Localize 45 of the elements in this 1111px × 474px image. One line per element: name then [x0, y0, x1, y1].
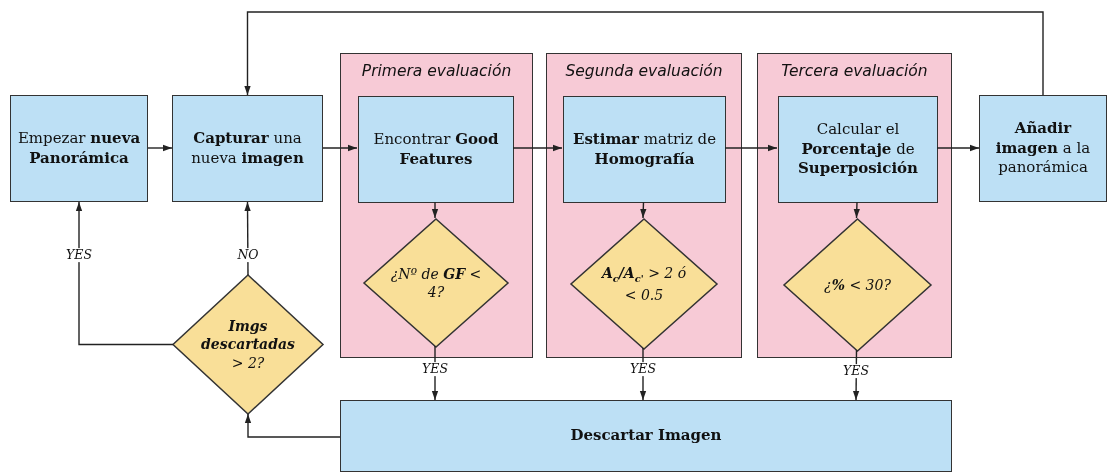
process-box — [172, 95, 323, 202]
process-box — [979, 95, 1107, 202]
box-label: Añadir imagen a la panorámica — [994, 119, 1092, 178]
box-label: Descartar Imagen — [570, 426, 722, 446]
evaluation-panel — [340, 53, 533, 358]
arrow — [244, 413, 341, 438]
panel-heading: Segunda evaluación — [564, 62, 724, 80]
edge-label: YES — [629, 362, 657, 376]
panel-heading: Tercera evaluación — [780, 62, 929, 80]
process-box — [340, 400, 952, 472]
evaluation-panel — [757, 53, 952, 358]
decision-text: A$_{c}$/A$_{c'}$ > 2 ó < 0.5 — [600, 264, 688, 304]
evaluation-panel — [546, 53, 742, 358]
edge-label: YES — [842, 364, 870, 378]
decision-diamond — [571, 219, 717, 349]
arrow — [853, 201, 860, 219]
decision-text: Imgs descartadas > 2? — [200, 317, 296, 372]
arrow — [244, 11, 1044, 96]
decision-text: ¿% < 30? — [824, 275, 891, 295]
process-box — [358, 96, 514, 203]
arrow — [936, 144, 980, 152]
process-box — [563, 96, 726, 203]
edge-label: YES — [421, 362, 449, 376]
arrow — [147, 144, 173, 152]
arrow — [75, 201, 174, 346]
panel-heading: Primera evaluación — [360, 62, 513, 80]
arrow — [431, 201, 439, 219]
decision-diamond — [784, 219, 931, 351]
arrow — [724, 144, 778, 152]
decision-text: ¿Nº de GF < 4? — [389, 264, 483, 302]
process-box — [10, 95, 148, 202]
arrow — [322, 144, 358, 152]
box-label: Empezar nueva Panorámica — [16, 129, 142, 168]
box-label: Calcular el Porcentaje de Superposición — [796, 120, 920, 179]
process-box — [778, 96, 938, 203]
box-label: Estimar matriz de Homografía — [571, 130, 718, 169]
box-label: Encontrar Good Features — [372, 130, 500, 169]
edge-label: NO — [236, 248, 260, 262]
arrow — [512, 144, 563, 152]
box-label: Capturar una nueva imagen — [190, 129, 305, 168]
decision-diamond — [173, 275, 323, 414]
arrow — [244, 201, 251, 276]
arrow — [640, 201, 647, 219]
decision-diamond — [364, 219, 508, 347]
edge-label: YES — [65, 248, 93, 262]
